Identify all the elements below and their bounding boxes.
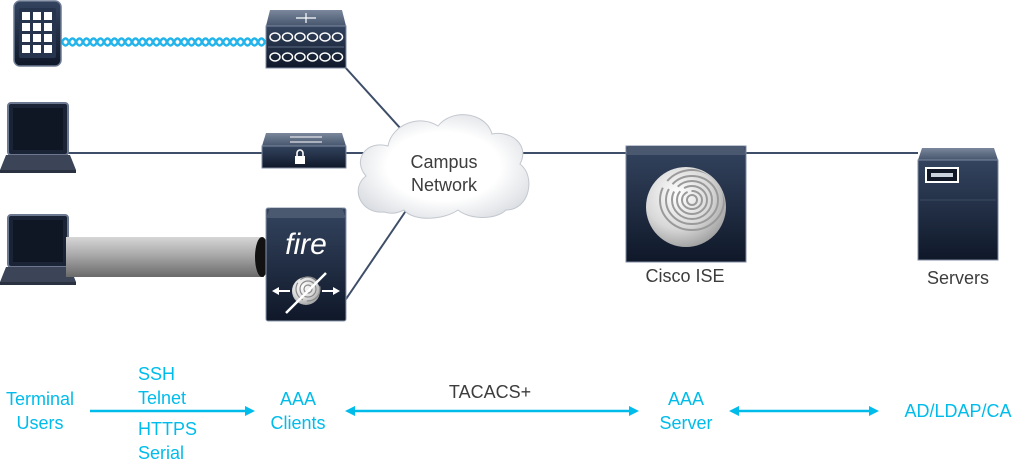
tablet-icon <box>13 0 62 67</box>
aaa-clients-line1: AAA <box>280 389 316 409</box>
tacacs-label: TACACS+ <box>449 382 531 402</box>
wireless-link <box>60 37 267 47</box>
cloud-label-line1: Campus <box>410 152 477 172</box>
protocol-serial: Serial <box>138 443 184 463</box>
protocol-telnet: Telnet <box>138 388 186 408</box>
servers-label: Servers <box>927 268 989 288</box>
laptop-icon <box>0 214 76 285</box>
aaa-server-line2: Server <box>659 413 712 433</box>
terminal-users-line2: Users <box>16 413 63 433</box>
server-icon <box>917 148 999 261</box>
fingerprint-icon <box>272 272 340 314</box>
cisco-ise-icon <box>625 145 747 263</box>
wireless-wave-b <box>60 37 267 47</box>
lock-icon <box>295 149 305 164</box>
aaa-clients-line2: Clients <box>270 413 325 433</box>
tablet-keypad <box>22 12 52 53</box>
ise-label: Cisco ISE <box>645 266 724 286</box>
cloud-label-line2: Network <box>411 175 478 195</box>
laptop-icon <box>0 102 76 173</box>
directory-label: AD/LDAP/CA <box>904 401 1011 421</box>
firewall-icon: fire <box>265 207 347 322</box>
protocol-ssh: SSH <box>138 364 175 384</box>
protocol-https: HTTPS <box>138 419 197 439</box>
aaa-server-line1: AAA <box>668 389 704 409</box>
firewall-logo-text: fire <box>285 228 327 261</box>
vpn-tunnel <box>66 237 269 277</box>
fingerprint-icon <box>659 169 725 231</box>
aaa-flow: Terminal Users SSH Telnet HTTPS Serial A… <box>6 364 1012 463</box>
campus-network-cloud: Campus Network <box>357 114 530 219</box>
secure-switch-icon <box>261 133 347 169</box>
terminal-users-line1: Terminal <box>6 389 74 409</box>
access-point-icon <box>265 10 347 69</box>
